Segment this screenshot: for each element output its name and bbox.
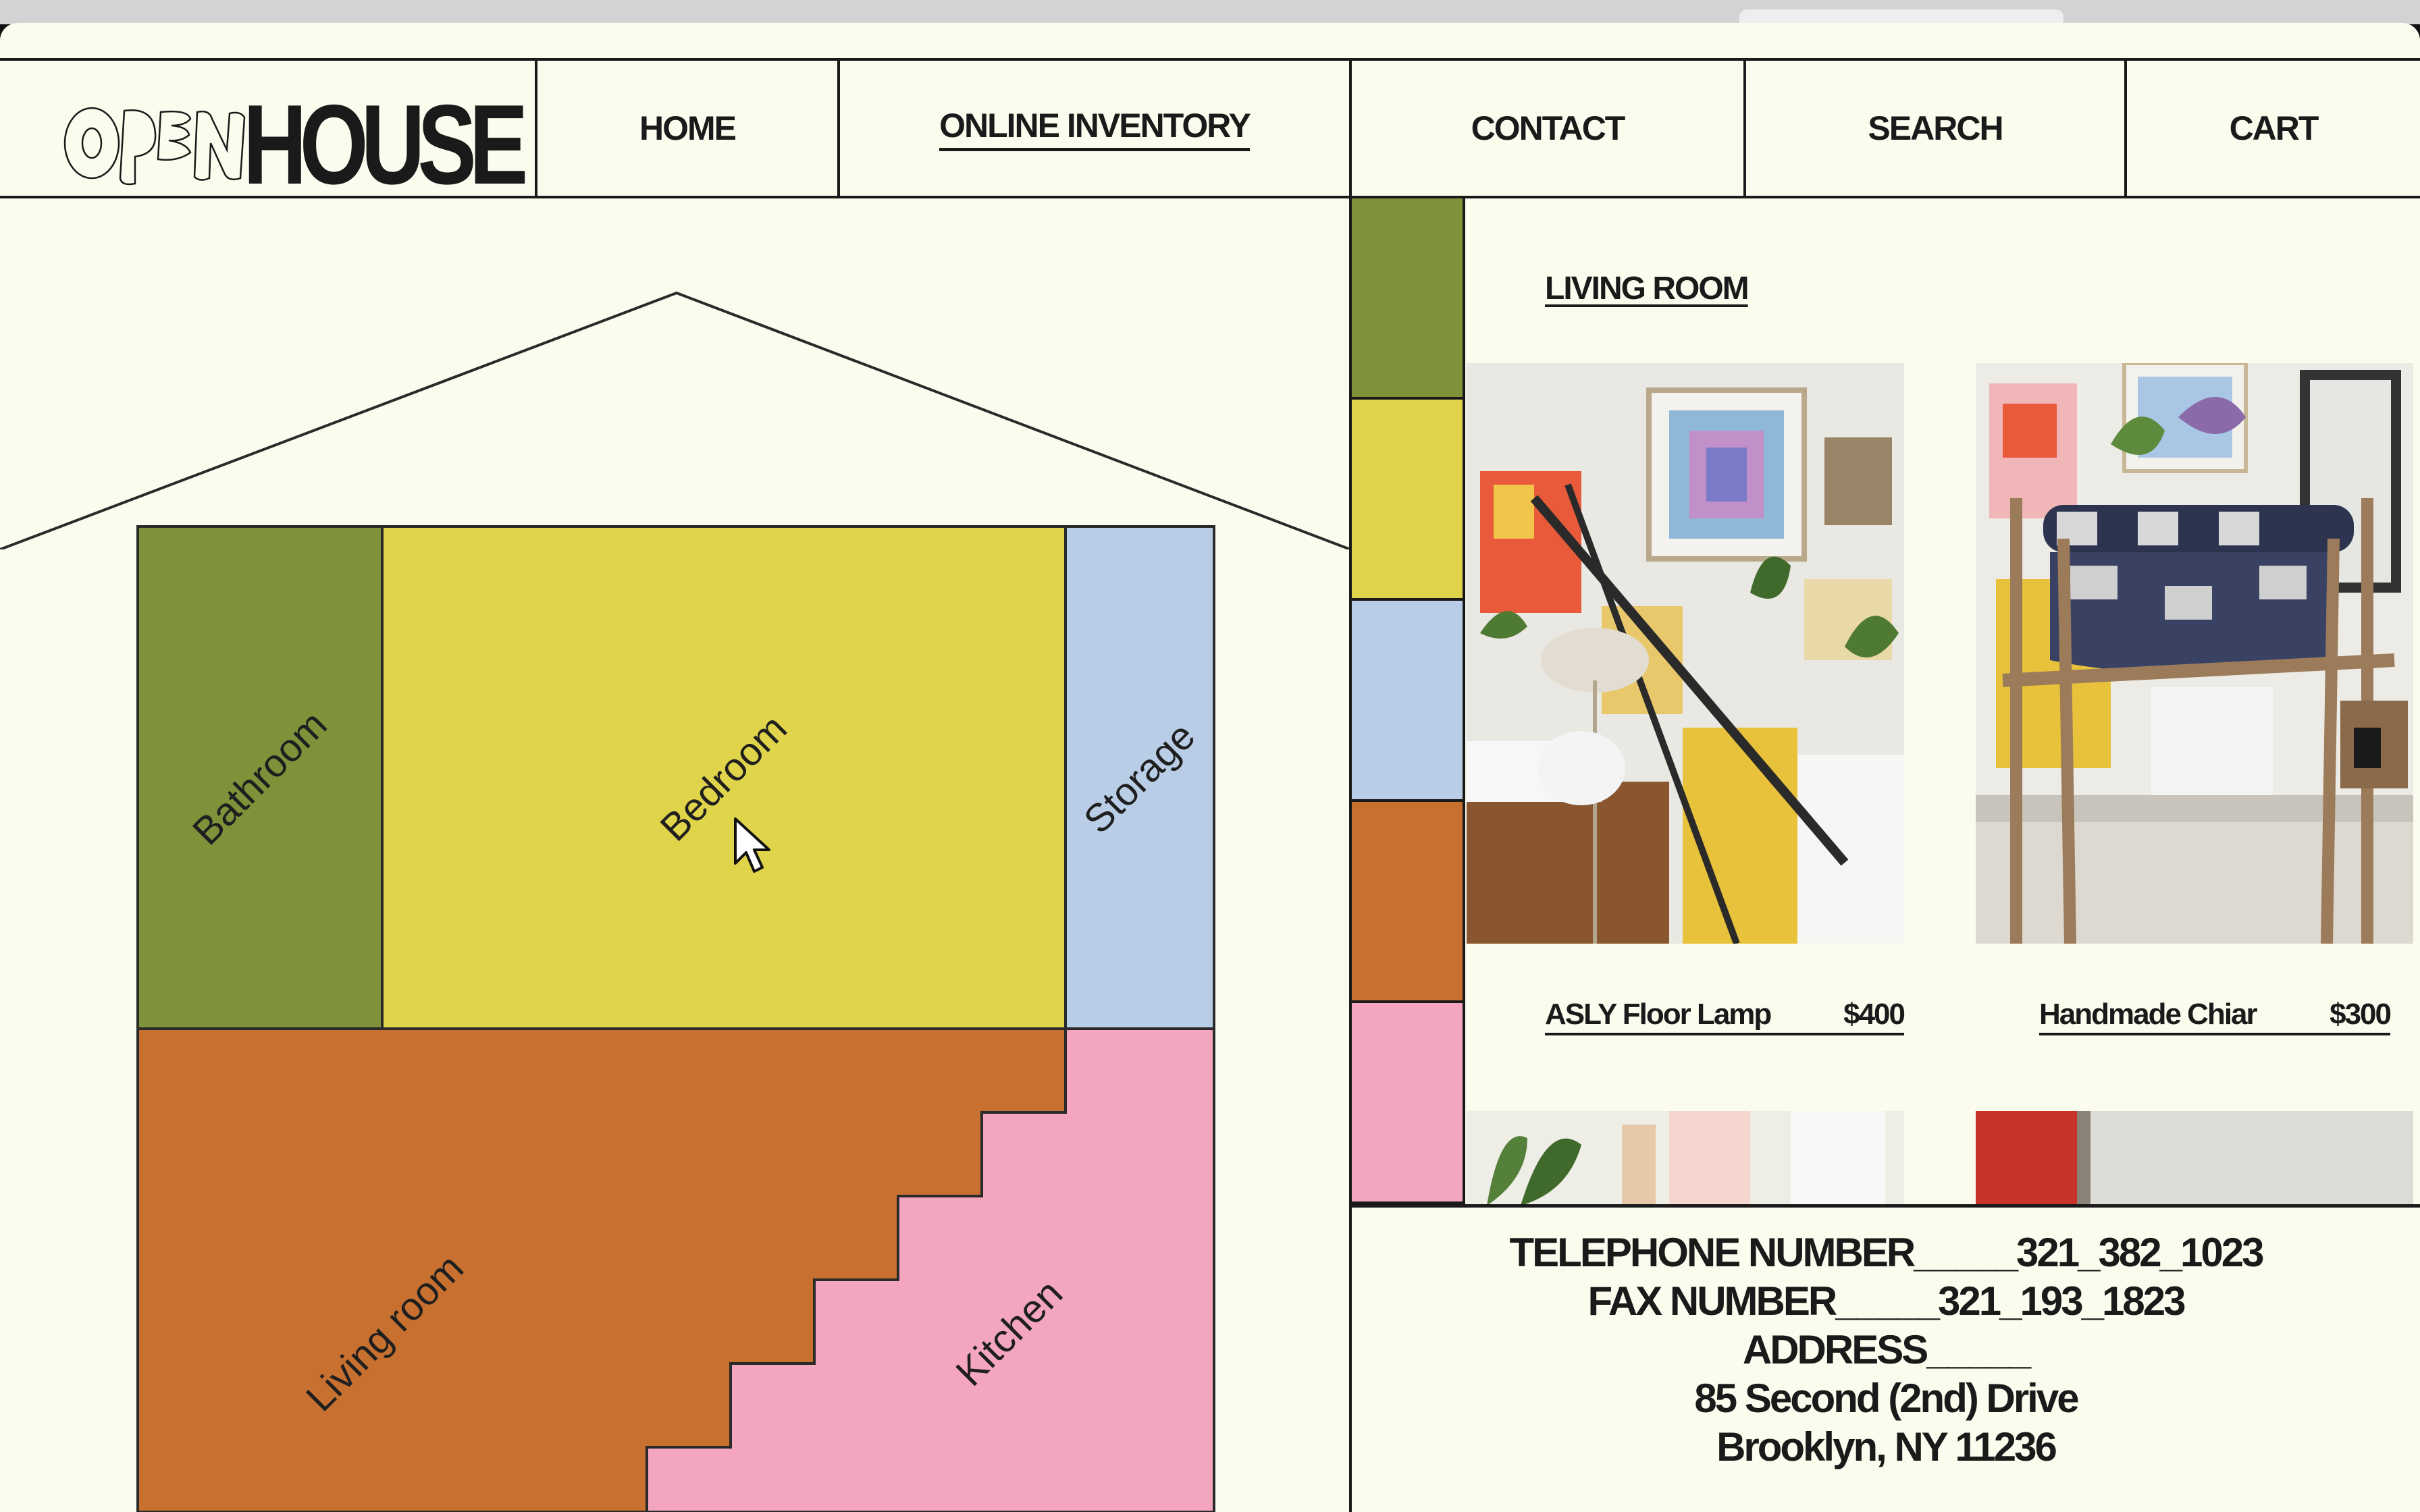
section-title[interactable]: LIVING ROOM [1545, 271, 1750, 306]
house-roof-icon [0, 291, 1350, 549]
product-image-handmade-chair[interactable] [1976, 363, 2413, 944]
address-label: ADDRESS_____ [1742, 1326, 2031, 1372]
contact-footer: TELEPHONE NUMBER_____321_382_1023 FAX NU… [1352, 1204, 2420, 1512]
product-image-next-1[interactable] [1467, 1111, 1904, 1206]
nav-cart[interactable]: CART [2229, 109, 2319, 147]
room-living-room[interactable]: Living room [297, 1245, 473, 1420]
browser-address-bar[interactable] [1739, 9, 2063, 24]
product-price: $400 [1843, 998, 1905, 1031]
product-image-floor-lamp[interactable] [1467, 363, 1904, 944]
tab-bathroom[interactable] [1352, 198, 1465, 400]
room-kitchen-shape [646, 1027, 1215, 1512]
tab-storage[interactable] [1352, 601, 1465, 802]
room-label: Bathroom [184, 702, 336, 853]
nav-divider [2124, 58, 2127, 198]
product-name: ASLY Floor Lamp [1545, 998, 1772, 1031]
nav-divider [1349, 58, 1352, 198]
product-name: Handmade Chiar [2039, 998, 2258, 1031]
plant-photo-icon [1467, 1111, 1904, 1206]
address-line-1: 85 Second (2nd) Drive [1694, 1375, 2079, 1421]
nav-divider [535, 58, 537, 198]
tab-bedroom[interactable] [1352, 400, 1465, 601]
tab-living-room[interactable] [1352, 802, 1465, 1003]
room-label: Bedroom [652, 705, 796, 850]
mouse-cursor-icon [734, 817, 770, 873]
address-line-2: Brooklyn, NY 11236 [1716, 1424, 2057, 1469]
room-label: Storage [1076, 713, 1204, 842]
nav-online-inventory[interactable]: ONLINE INVENTORY [840, 61, 1349, 196]
fax-number: FAX NUMBER_____321_193_1823 [1587, 1278, 2186, 1324]
room-kitchen[interactable]: Kitchen [925, 1271, 1094, 1395]
room-storage[interactable]: Storage [1064, 525, 1215, 1030]
red-art-photo-icon [1976, 1111, 2413, 1206]
product-price: $300 [2330, 998, 2392, 1031]
logo-house-text: HOUSE [243, 81, 528, 208]
handmade-chair-photo-icon [1976, 363, 2413, 944]
site-logo[interactable]: HOUSE [0, 58, 535, 208]
nav-home[interactable]: HOME [639, 109, 737, 147]
panel-divider [1349, 198, 1352, 1512]
product-link-handmade-chair[interactable]: Handmade Chiar $300 [2039, 998, 2392, 1035]
site-header [0, 58, 2420, 198]
product-image-next-2[interactable] [1976, 1111, 2413, 1206]
product-link-floor-lamp[interactable]: ASLY Floor Lamp $400 [1545, 998, 1905, 1035]
room-bathroom[interactable]: Bathroom [136, 525, 384, 1030]
floor-plan-panel: Bathroom Bedroom Storage Living room Kit… [0, 198, 1350, 1512]
page: HOUSE HOME ONLINE INVENTORY CONTACT SEAR… [0, 23, 2420, 1512]
floor-lamp-photo-icon [1467, 363, 1904, 944]
room-bedroom[interactable]: Bedroom [381, 525, 1067, 1030]
nav-search[interactable]: SEARCH [1868, 109, 2003, 147]
telephone-number: TELEPHONE NUMBER_____321_382_1023 [1509, 1229, 2265, 1275]
tab-kitchen[interactable] [1352, 1003, 1465, 1204]
nav-contact[interactable]: CONTACT [1471, 109, 1626, 147]
nav-divider [1743, 58, 1746, 198]
open-outline-logo-icon [63, 107, 246, 186]
living-kitchen-shapes[interactable] [136, 1027, 1215, 1512]
browser-top-bar [0, 0, 2420, 24]
nav-divider [837, 58, 840, 198]
